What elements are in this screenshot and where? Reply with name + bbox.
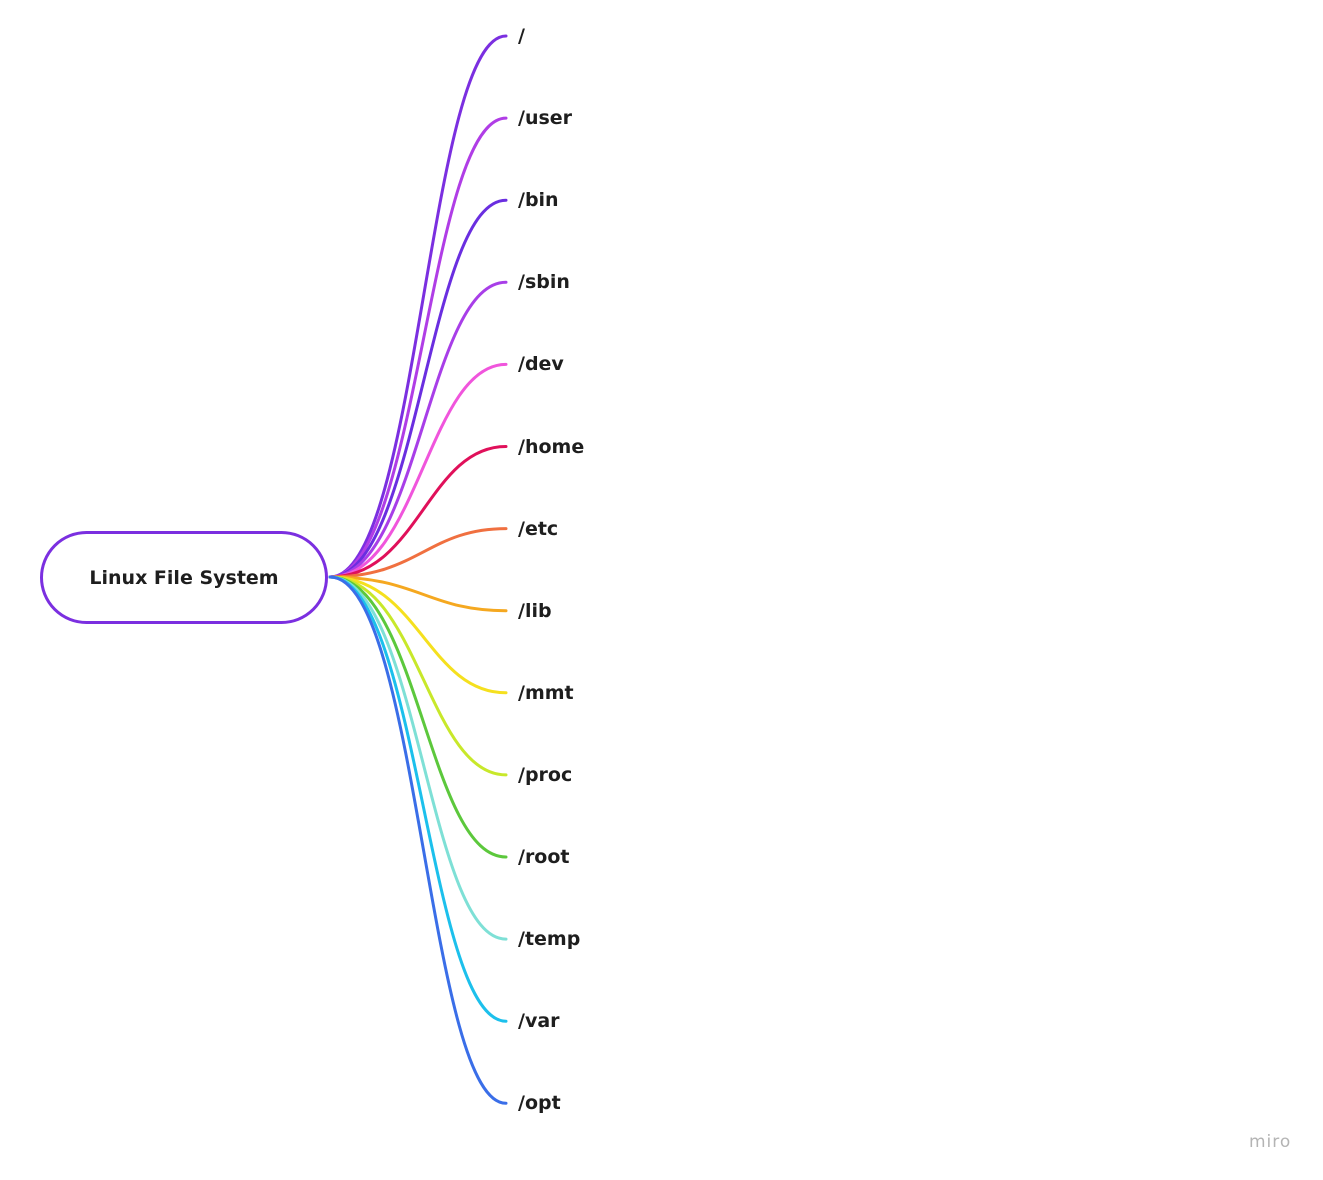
branch-connector (328, 575, 508, 777)
root-node[interactable]: Linux File System (40, 531, 328, 624)
branch-node-label[interactable]: / (518, 25, 525, 47)
branch-connector (328, 575, 508, 1023)
branch-node-label[interactable]: /opt (518, 1092, 561, 1115)
branch-connector (328, 198, 508, 579)
branch-connector (328, 575, 508, 613)
branch-connector (328, 116, 508, 579)
branch-node-label[interactable]: /root (518, 846, 570, 868)
branch-connector (328, 575, 508, 1105)
branch-connector (328, 527, 508, 579)
root-node-label: Linux File System (89, 566, 279, 589)
branch-connector (328, 575, 508, 695)
branch-connector (328, 445, 508, 579)
branch-node-label[interactable]: /sbin (518, 271, 570, 294)
branch-node-label[interactable]: /etc (518, 517, 559, 540)
branch-node-label[interactable]: /var (518, 1010, 560, 1033)
branch-node-label[interactable]: /dev (518, 353, 564, 376)
branch-node-label[interactable]: /mmt (518, 681, 574, 704)
branch-connector (328, 280, 508, 579)
branch-node-label[interactable]: /user (518, 107, 573, 130)
branch-connector (328, 575, 508, 859)
branch-node-label[interactable]: /lib (518, 599, 552, 622)
branch-node-label[interactable]: /temp (518, 928, 581, 951)
branch-connector (328, 34, 508, 579)
miro-watermark: miro (1249, 1132, 1292, 1152)
branch-connector (328, 362, 508, 579)
branch-node-label[interactable]: /home (518, 435, 585, 458)
branch-node-label[interactable]: /proc (518, 763, 573, 786)
branch-node-label[interactable]: /bin (518, 189, 559, 212)
branch-connector (328, 575, 508, 941)
